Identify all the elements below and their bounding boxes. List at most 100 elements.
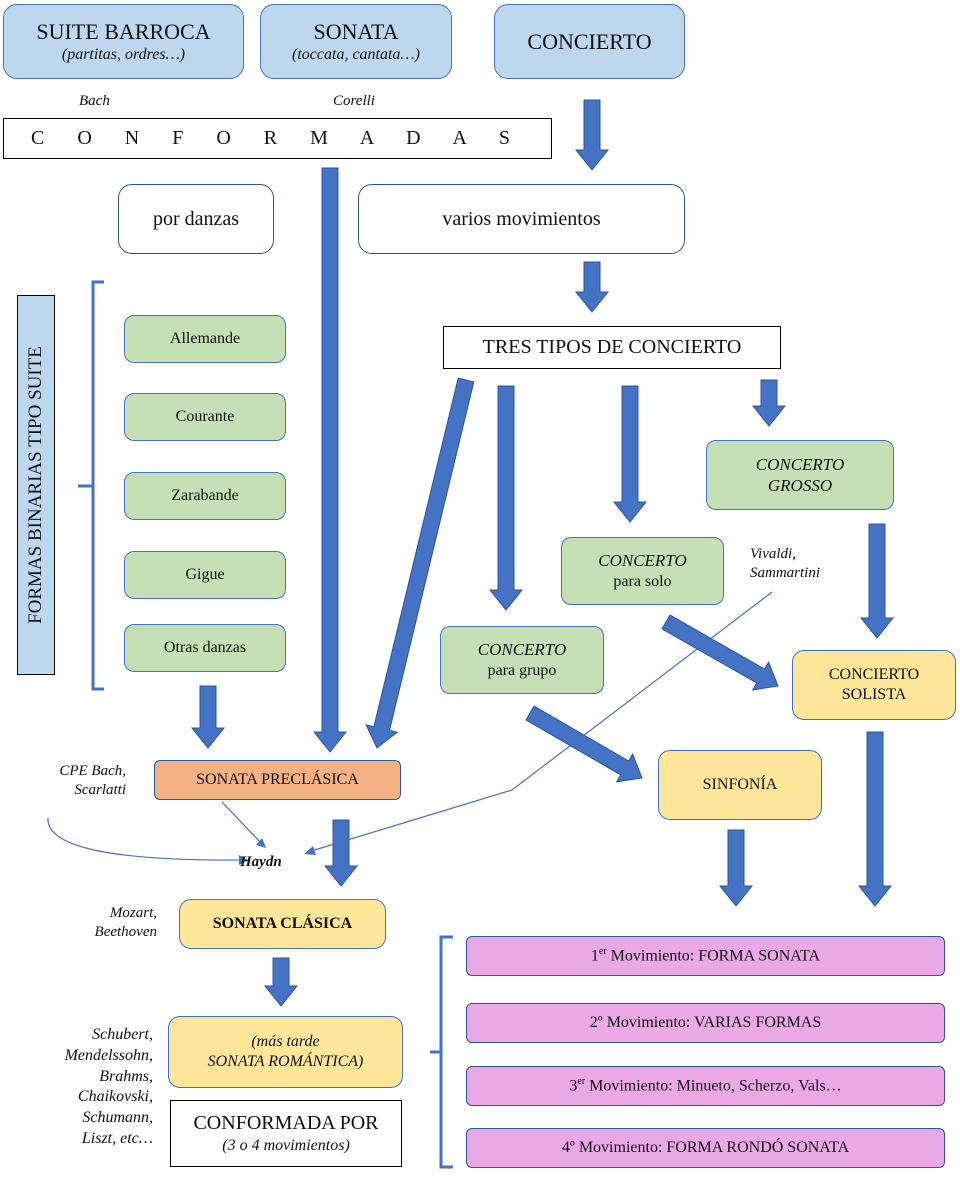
concerto-solo-line1: CONCERTO	[598, 551, 687, 571]
note-mozart-line2: Beethoven	[94, 923, 157, 940]
sonata-box: SONATA (toccata, cantata…)	[260, 4, 452, 79]
dance-label: Gigue	[185, 566, 225, 583]
concerto-grosso-line1: CONCERTO	[755, 454, 845, 474]
sonata-clasica-text: SONATA CLÁSICA	[212, 915, 353, 932]
arrow-varios-to-tres-tipos	[574, 261, 610, 313]
note-vivaldi: Vivaldi, Sammartini	[750, 545, 820, 583]
suite-barroca-subtitle: (partitas, ordres…)	[61, 46, 186, 64]
note-vivaldi-line1: Vivaldi,	[750, 546, 796, 562]
por-danzas-text: por danzas	[152, 207, 240, 230]
sonata-romantica-box: (más tarde SONATA ROMÁNTICA)	[168, 1016, 403, 1088]
note-haydn: Haydn	[240, 854, 282, 870]
arrowhead-vivaldi-haydn	[304, 846, 316, 855]
tres-tipos-box: TRES TIPOS DE CONCIERTO	[443, 326, 781, 369]
composer-name: Chaikovski,	[77, 1088, 153, 1106]
conformadas-banner: C O N F O R M A D A S	[3, 118, 552, 159]
varios-movimientos-text: varios movimientos	[442, 207, 601, 230]
concerto-grosso-line2: GROSSO	[767, 476, 833, 495]
arrow-grosso-to-solista	[859, 523, 895, 639]
note-vivaldi-line2: Sammartini	[750, 564, 821, 581]
formas-binarias-text: FORMAS BINARIAS TIPO SUITE	[25, 346, 46, 624]
conformada-por-box: CONFORMADA POR (3 o 4 movimientos)	[170, 1100, 402, 1167]
brace-right	[430, 935, 453, 1169]
movement-ordinal: er	[577, 1075, 586, 1087]
movement-number: 2º	[589, 1014, 603, 1031]
concerto-grosso-box: CONCERTO GROSSO	[706, 440, 894, 510]
concerto-grupo-line1: CONCERTO	[477, 640, 567, 660]
arrow-solista-to-movements	[857, 731, 893, 907]
formas-binarias-label: FORMAS BINARIAS TIPO SUITE	[17, 295, 55, 675]
note-mozart: Mozart, Beethoven	[40, 904, 157, 942]
concerto-grupo-box: CONCERTO para grupo	[440, 626, 604, 694]
arrowhead-cpe-haydn	[239, 855, 248, 865]
dance-allemande: Allemande	[124, 315, 286, 363]
arrow-tres-tipos-to-grosso	[751, 379, 787, 427]
suite-barroca-box: SUITE BARROCA (partitas, ordres…)	[3, 4, 244, 79]
arrow-tres-tipos-to-grupo	[488, 385, 524, 611]
sonata-romantica-line2: SONATA ROMÁNTICA)	[207, 1053, 364, 1070]
movement-1: 1er Movimiento: FORMA SONATA	[466, 936, 945, 976]
arrow-solo-to-solista	[661, 614, 779, 691]
arrow-grupo-to-sinfonia	[525, 705, 643, 783]
arrow-danzas-to-preclasica	[190, 685, 226, 749]
varios-movimientos-box: varios movimientos	[358, 184, 685, 254]
conformadas-text: C O N F O R M A D A S	[31, 127, 524, 149]
dance-label: Zarabande	[171, 487, 239, 504]
concerto-solo-line2: para solo	[613, 572, 672, 590]
movement-label: 1er Movimiento: FORMA SONATA	[591, 946, 820, 966]
conformada-por-line2: (3 o 4 movimientos)	[222, 1137, 350, 1154]
concerto-grupo-line2: para grupo	[487, 661, 557, 679]
note-romantic-composers: Schubert, Mendelssohn, Brahms, Chaikovsk…	[20, 1025, 153, 1150]
dance-courante: Courante	[124, 393, 286, 441]
arrow-preclasica-to-clasica	[323, 819, 359, 887]
movement-ordinal: er	[598, 945, 607, 957]
composer-name: Brahms,	[99, 1067, 153, 1085]
movement-2: 2º Movimiento: VARIAS FORMAS	[466, 1003, 945, 1043]
composer-name: Mendelssohn,	[64, 1046, 153, 1064]
arrow-sinfonia-to-movements	[718, 829, 754, 907]
dance-label: Allemande	[169, 330, 241, 347]
note-cpe-line1: CPE Bach,	[59, 763, 126, 779]
movement-label: 4º Movimiento: FORMA RONDÓ SONATA	[562, 1138, 849, 1158]
arrow-sonata-to-preclasica	[312, 167, 348, 753]
arrow-tres-tipos-to-preclasica	[365, 377, 475, 749]
note-cpe: CPE Bach, Scarlatti	[20, 762, 126, 800]
movement-text: Movimiento: VARIAS FORMAS	[602, 1014, 822, 1031]
arrow-clasica-to-romantica	[263, 957, 299, 1007]
movement-number: 3	[569, 1077, 578, 1095]
sonata-title: SONATA	[313, 18, 399, 44]
movement-number: 1	[590, 947, 599, 965]
arrow-tres-tipos-to-solo	[612, 385, 648, 523]
dance-label: Courante	[175, 408, 235, 425]
sonata-romantica-line1: (más tarde	[251, 1033, 320, 1050]
connector-line-preclasica-haydn	[221, 801, 263, 845]
sonata-subtitle: (toccata, cantata…)	[292, 46, 420, 64]
sinfonia-box: SINFONÍA	[658, 750, 822, 820]
composer-name: Schumann,	[82, 1109, 153, 1127]
connector-line-vivaldi-haydn	[307, 591, 773, 853]
por-danzas-box: por danzas	[118, 184, 274, 254]
brace-left	[78, 280, 104, 691]
connector-line-cpe-haydn	[47, 817, 249, 861]
movement-label: 3er Movimiento: Minueto, Scherzo, Vals…	[569, 1076, 841, 1096]
note-corelli: Corelli	[333, 93, 375, 109]
dance-label: Otras danzas	[163, 639, 247, 656]
conformada-por-line1: CONFORMADA POR	[193, 1112, 379, 1134]
movement-label: 2º Movimiento: VARIAS FORMAS	[590, 1013, 822, 1033]
concierto-title: CONCIERTO	[527, 28, 652, 54]
suite-barroca-title: SUITE BARROCA	[36, 18, 211, 44]
note-bach: Bach	[79, 93, 110, 109]
tres-tipos-text: TRES TIPOS DE CONCIERTO	[482, 336, 742, 358]
sonata-clasica-box: SONATA CLÁSICA	[179, 899, 386, 949]
composer-name: Schubert,	[92, 1026, 153, 1043]
movement-4: 4º Movimiento: FORMA RONDÓ SONATA	[466, 1128, 945, 1168]
concierto-solista-line1: CONCIERTO	[828, 666, 920, 683]
movement-text: Movimiento: Minueto, Scherzo, Vals…	[585, 1077, 842, 1095]
sonata-preclasica-box: SONATA PRECLÁSICA	[154, 760, 401, 800]
sonata-preclasica-text: SONATA PRECLÁSICA	[196, 771, 359, 788]
dance-otras-danzas: Otras danzas	[124, 624, 286, 672]
note-mozart-line1: Mozart,	[109, 905, 157, 921]
dance-zarabande: Zarabande	[124, 472, 286, 520]
